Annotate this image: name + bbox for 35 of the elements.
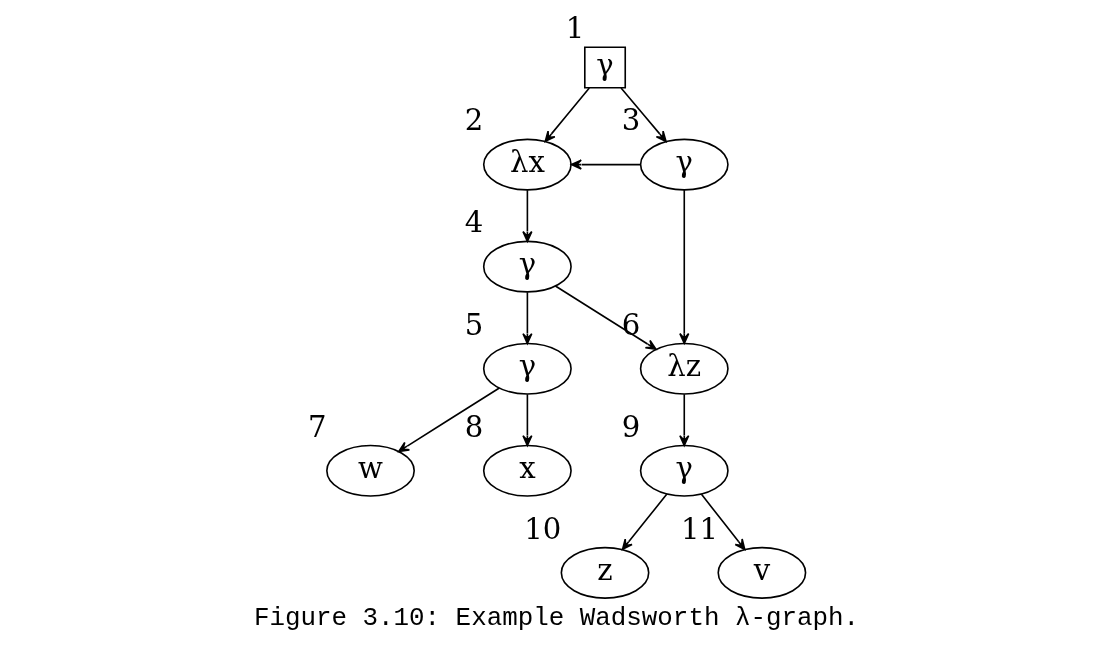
arrow bbox=[621, 493, 667, 551]
node-ellipse: x bbox=[482, 444, 572, 497]
node-label: 8 bbox=[464, 409, 483, 444]
node-ellipse: v bbox=[716, 546, 806, 599]
arrow bbox=[678, 189, 689, 345]
arrow bbox=[619, 87, 667, 143]
arrow bbox=[397, 387, 500, 453]
node-label: 3 bbox=[621, 103, 640, 138]
node-label: 9 bbox=[621, 409, 640, 444]
node-label: 4 bbox=[464, 205, 483, 240]
arrow bbox=[543, 87, 590, 143]
arrow bbox=[700, 493, 746, 551]
node-ellipse: z bbox=[560, 546, 649, 599]
arrow bbox=[678, 393, 689, 447]
node-ellipse: λz bbox=[639, 342, 729, 395]
node-label: 6 bbox=[621, 307, 640, 342]
caption: Figure 3.10: Example Wadsworth λ-graph. bbox=[253, 603, 859, 634]
node-label: 1 bbox=[565, 11, 584, 46]
node-label: 5 bbox=[464, 307, 483, 342]
node-label: 7 bbox=[307, 409, 326, 444]
node-label: 10 bbox=[523, 511, 561, 546]
node-label: 2 bbox=[464, 103, 483, 138]
arrow bbox=[570, 159, 641, 170]
node-label: 11 bbox=[680, 511, 718, 546]
node-ellipse: w bbox=[325, 444, 415, 497]
node-box: γ bbox=[583, 46, 626, 89]
arrow bbox=[521, 291, 533, 345]
node-ellipse: λx bbox=[482, 138, 572, 191]
arrow bbox=[554, 285, 657, 351]
node-ellipse: γ bbox=[482, 240, 572, 293]
node-ellipse: γ bbox=[639, 138, 729, 191]
arrow bbox=[521, 393, 533, 447]
arrow bbox=[521, 189, 533, 243]
node-ellipse: γ bbox=[482, 342, 572, 395]
node-ellipse: γ bbox=[639, 444, 729, 497]
